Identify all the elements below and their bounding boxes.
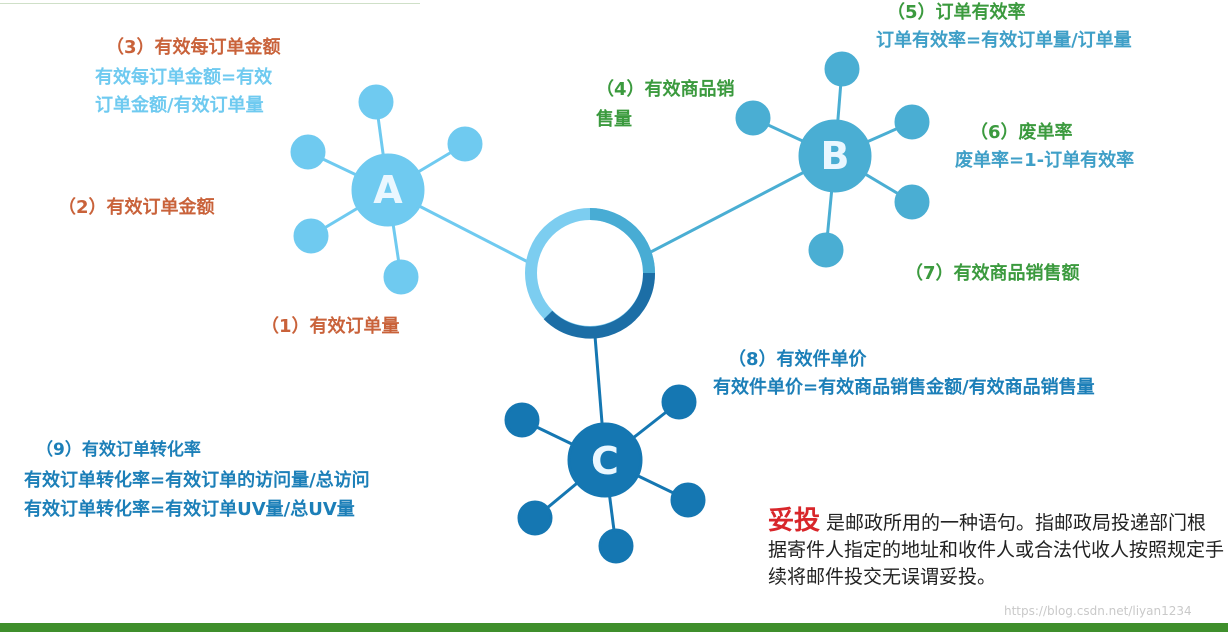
hub-a-satellite (358, 84, 394, 120)
metric-9-title: （9）有效订单转化率 (36, 440, 201, 460)
hub-b-node (798, 119, 872, 193)
metric-4-title: （4）有效商品销 (596, 79, 735, 100)
metric-8-label: （8）有效件单价 (728, 349, 867, 372)
hub-c-satellite (504, 402, 540, 438)
hub-c-satellite (661, 384, 697, 420)
metric-3-formula-line2: 订单金额/有效订单量 (95, 95, 264, 116)
metric-6-title: （6）废单率 (970, 122, 1073, 143)
hub-c-letter: C (591, 439, 619, 483)
metric-3-title: （3）有效每订单金额 (106, 37, 281, 58)
top-divider (0, 3, 420, 4)
hub-c-satellite (598, 528, 634, 564)
definition-note: 妥投是邮政所用的一种语句。指邮政局投递部门根据寄件人指定的地址和收件人或合法代收… (768, 508, 1224, 591)
hub-a-letter: A (373, 168, 403, 212)
metric-1-label: （1）有效订单量 (261, 316, 400, 339)
hub-b-satellite (894, 104, 930, 140)
metric-8-formula-text: 有效件单价=有效商品销售金额/有效商品销售量 (713, 377, 1095, 398)
hub-a-satellite (447, 126, 483, 162)
source-watermark: https://blog.csdn.net/liyan1234 (1004, 604, 1192, 618)
hub-c-satellite (517, 500, 553, 536)
metric-5-formula: 订单有效率=有效订单量/订单量 (876, 30, 1132, 53)
metric-3-label: （3）有效每订单金额 (106, 37, 281, 60)
metric-9-formula: 有效订单转化率=有效订单的访问量/总访问 有效订单转化率=有效订单UV量/总UV… (24, 466, 370, 524)
metric-3-formula-line1: 有效每订单金额=有效 (95, 67, 273, 88)
hub-c-satellite (670, 482, 706, 518)
metric-6-label: （6）废单率 (970, 122, 1073, 145)
hub-b-satellite (808, 232, 844, 268)
metric-7-label: （7）有效商品销售额 (905, 263, 1080, 286)
center-ring-hole (538, 221, 642, 325)
metric-1-title: （1）有效订单量 (261, 316, 400, 337)
metric-4-label: （4）有效商品销 售量 (596, 75, 735, 135)
metric-2-title: （2）有效订单金额 (58, 197, 215, 218)
hub-a-satellite (290, 134, 326, 170)
metric-5-label: （5）订单有效率 (887, 2, 1026, 25)
metric-6-formula-text: 废单率=1-订单有效率 (955, 150, 1135, 171)
metric-5-formula-text: 订单有效率=有效订单量/订单量 (876, 30, 1132, 51)
hub-a-satellite (383, 259, 419, 295)
bottom-bar (0, 623, 1228, 632)
hub-a-node (351, 153, 425, 227)
metric-4-title-line2: 售量 (596, 109, 632, 130)
metric-3-formula: 有效每订单金额=有效 订单金额/有效订单量 (95, 64, 272, 120)
metric-9-label: （9）有效订单转化率 (36, 440, 201, 461)
metric-2-label: （2）有效订单金额 (58, 197, 215, 220)
metric-5-title: （5）订单有效率 (887, 2, 1026, 23)
definition-text: 是邮政所用的一种语句。指邮政局投递部门根据寄件人指定的地址和收件人或合法代收人按… (768, 512, 1225, 588)
hub-b-satellite (824, 51, 860, 87)
metric-6-formula: 废单率=1-订单有效率 (955, 150, 1134, 173)
hub-b-group (735, 51, 930, 268)
hub-a-group (290, 84, 483, 295)
definition-keyword: 妥投 (768, 506, 821, 536)
hub-b-satellite (735, 100, 771, 136)
hub-b-satellite (894, 184, 930, 220)
metric-8-title: （8）有效件单价 (728, 349, 867, 370)
metric-9-formula-line2: 有效订单转化率=有效订单UV量/总UV量 (24, 499, 355, 520)
metric-7-title: （7）有效商品销售额 (905, 263, 1080, 284)
hub-b-letter: B (821, 134, 850, 178)
hub-c-group (504, 384, 706, 564)
center-ring (525, 208, 656, 339)
metric-8-formula: 有效件单价=有效商品销售金额/有效商品销售量 (713, 377, 1095, 400)
hub-a-satellite (293, 218, 329, 254)
hub-c-node (567, 422, 643, 498)
metric-9-formula-line1: 有效订单转化率=有效订单的访问量/总访问 (24, 470, 370, 491)
